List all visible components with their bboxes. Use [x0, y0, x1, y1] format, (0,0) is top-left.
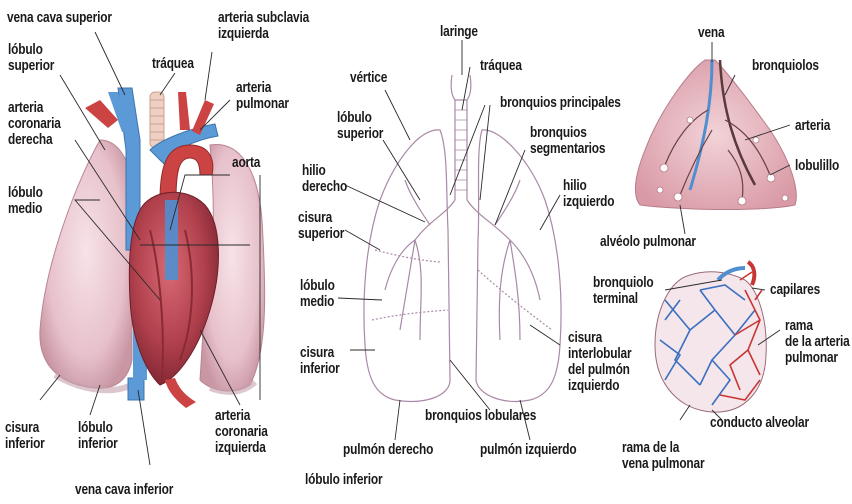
label-aorta: aorta: [232, 155, 260, 171]
label-bronquios-lobulares: bronquios lobulares: [425, 408, 536, 424]
label-lobulillo: lobulillo: [795, 158, 839, 174]
bronchial-tree-illustration: [364, 75, 561, 401]
alveolus-sac: [655, 272, 766, 412]
label-traquea-heart: tráquea: [152, 56, 194, 72]
label-pulmon-derecho: pulmón derecho: [343, 442, 433, 458]
right-lung-outline: [364, 130, 450, 401]
label-vena: vena: [698, 25, 724, 41]
label-vena-cava-inferior: vena cava inferior: [75, 482, 173, 498]
label-conducto-alveolar: conducto alveolar: [710, 415, 809, 431]
label-alveolo-pulmonar: alvéolo pulmonar: [600, 234, 696, 250]
label-laringe: laringe: [440, 24, 478, 40]
heart-lungs-illustration: [40, 88, 265, 408]
descending-aorta-shape: [165, 378, 196, 408]
label-bronquios-principales: bronquios principales: [500, 95, 621, 111]
left-lung-outline: [476, 130, 561, 401]
label-traquea-tree: tráquea: [480, 58, 522, 74]
label-bronquiolos: bronquiolos: [752, 58, 819, 74]
label-vertice: vértice: [350, 70, 387, 86]
lobule-illustration: [635, 60, 796, 210]
label-arteria-lobule: arteria: [795, 118, 830, 134]
label-lobulo-inferior-tree: lóbulo inferior: [305, 472, 382, 488]
label-pulmon-izquierdo: pulmón izquierdo: [480, 442, 576, 458]
right-lung-shape: [40, 140, 132, 388]
label-vena-cava-superior: vena cava superior: [7, 10, 112, 26]
label-capilares: capilares: [770, 282, 820, 298]
alveolus-illustration: [655, 262, 766, 412]
